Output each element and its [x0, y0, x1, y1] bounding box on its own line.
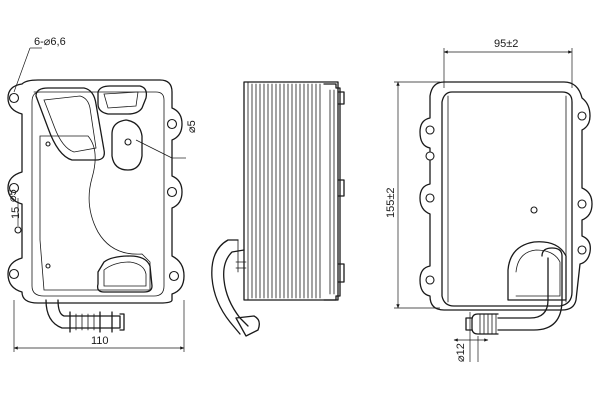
side-flange-edges [329, 89, 335, 295]
front-hole-5 [8, 268, 20, 280]
back-pipe-ribs [479, 313, 497, 335]
lower-pocket [96, 255, 153, 293]
front-side-port [14, 226, 22, 234]
back-pipe-end [465, 317, 473, 331]
back-pipe-fitting [471, 313, 499, 335]
front-hole-1 [8, 92, 20, 104]
back-hole-7 [577, 245, 587, 255]
lower-pocket-inner [103, 261, 147, 287]
front-boss [111, 119, 143, 171]
label-holes: 6-⌀6,6 [34, 36, 66, 48]
side-pipe-stub [235, 239, 247, 273]
side-flange [323, 83, 341, 301]
side-pipe-fitting [235, 315, 260, 337]
holes-leader [13, 47, 31, 93]
label-155: 155±2 [385, 187, 397, 218]
front-flange-outline [7, 79, 185, 304]
side-body-outline [243, 81, 339, 301]
back-flange-outline [419, 81, 593, 311]
front-pipe-collar [69, 311, 125, 333]
label-110: 110 [91, 335, 109, 347]
back-hole-1 [425, 125, 435, 135]
front-hole-4 [166, 186, 178, 198]
label-dia5-side: ⌀5 [7, 189, 19, 202]
front-channel [39, 135, 151, 291]
front-dot-2 [45, 263, 51, 269]
front-view [7, 79, 185, 333]
back-hole-6 [577, 199, 587, 209]
front-boss-hole [124, 138, 132, 146]
front-hole-3 [8, 182, 20, 194]
front-hole-6 [168, 270, 180, 282]
back-outlet-inner [515, 249, 561, 297]
front-pipe [45, 299, 121, 329]
side-tab-1 [337, 91, 345, 105]
back-outlet-boss [507, 241, 567, 301]
side-pipe [211, 239, 241, 335]
side-tab-2 [337, 179, 345, 197]
back-body [441, 91, 573, 307]
front-dot-1 [45, 141, 51, 147]
side-tab-3 [337, 263, 345, 283]
label-dia5-front: ⌀5 [186, 120, 198, 133]
dia5-leader [135, 139, 173, 159]
side-view [211, 81, 345, 337]
front-dimensions: 6-⌀6,6 ⌀5 15 ⌀5 110 [7, 36, 198, 352]
label-dia12: ⌀12 [455, 343, 467, 362]
upper-right-pocket-inner [103, 91, 139, 109]
back-center-mark [530, 206, 538, 214]
back-view [419, 81, 593, 335]
upper-left-pocket [35, 87, 105, 161]
side-fins [247, 81, 321, 301]
back-outlet-pipe-inner [497, 257, 549, 319]
back-hole-3 [425, 193, 435, 203]
front-body-outline [31, 91, 165, 297]
back-dimensions: 95±2 155±2 ⌀12 [385, 38, 573, 362]
label-95: 95±2 [494, 38, 518, 50]
back-hole-4 [425, 275, 435, 285]
back-hole-5 [577, 111, 587, 121]
back-outlet-pipe [497, 247, 563, 331]
label-15: 15 [10, 207, 22, 219]
front-pipe-ribs [75, 313, 95, 331]
back-hole-2 [425, 151, 435, 161]
upper-left-pocket-inner [43, 95, 97, 153]
front-hole-2 [166, 118, 178, 130]
side-pipe-inner [223, 249, 249, 327]
upper-right-pocket [97, 85, 148, 115]
